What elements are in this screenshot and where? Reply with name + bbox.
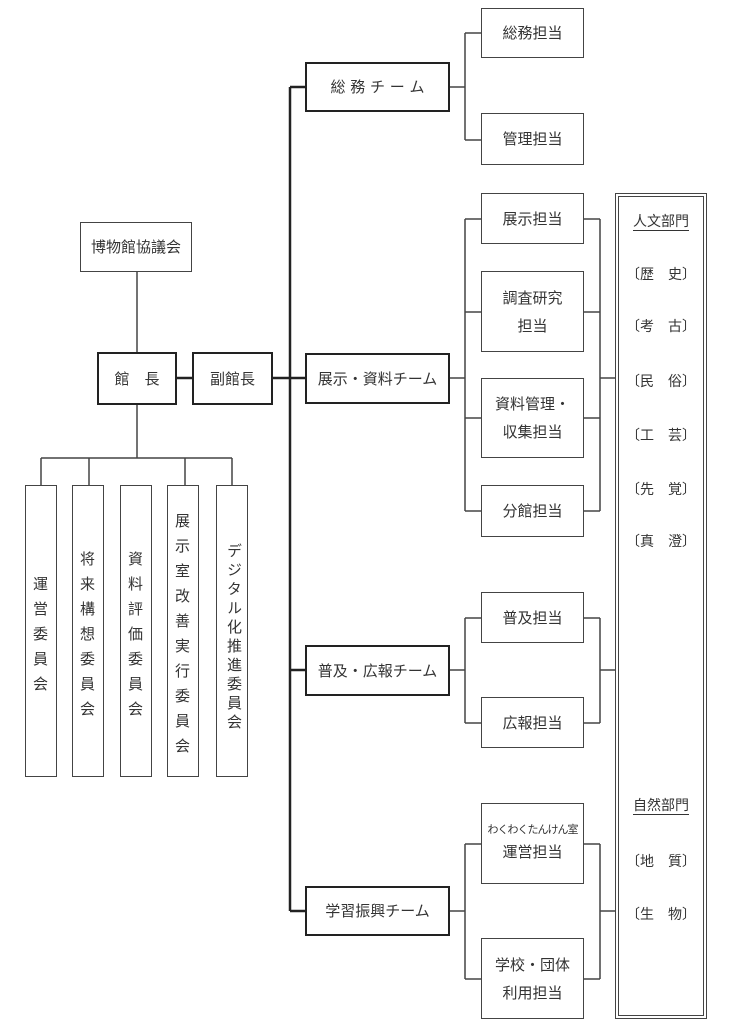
committee-label: 運営委員会 <box>31 575 49 701</box>
council-label: 博物館協議会 <box>90 238 181 256</box>
nature-heading: 自然部門 <box>633 798 689 814</box>
task-label: 広報担当 <box>502 713 563 732</box>
task-box: 展示担当 <box>481 193 584 244</box>
task-label: 担当 <box>517 316 548 335</box>
department-item: 〔先 覚〕 <box>626 482 696 498</box>
committee-box: 展示室改善実行委員会 <box>167 485 199 777</box>
team-label: 総 務 チ ー ム <box>330 78 425 96</box>
task-label: 普及担当 <box>502 608 563 627</box>
departments-panel: 人文部門 〔歴 史〕 〔考 古〕 〔民 俗〕 〔工 芸〕 〔先 覚〕 〔真 澄〕… <box>615 193 707 1019</box>
task-box: 総務担当 <box>481 8 584 58</box>
department-item: 〔歴 史〕 <box>626 267 696 283</box>
committee-box: 将来構想委員会 <box>72 485 104 777</box>
committee-label: デジタル化推進委員会 <box>225 543 243 733</box>
task-box: 調査研究担当 <box>481 271 584 352</box>
task-sublabel: わくわくたんけん室 <box>487 822 579 836</box>
committee-label: 展示室改善実行委員会 <box>173 513 191 763</box>
task-box: 管理担当 <box>481 113 584 165</box>
task-box: 資料管理・収集担当 <box>481 378 584 458</box>
council-box: 博物館協議会 <box>80 222 192 272</box>
task-label: 総務担当 <box>502 24 563 42</box>
task-box: 分館担当 <box>481 485 584 537</box>
department-item: 〔考 古〕 <box>626 319 696 335</box>
team-box-learning: 学習振興チーム <box>305 886 450 936</box>
task-label: 収集担当 <box>502 423 563 441</box>
department-item: 〔生 物〕 <box>626 907 696 923</box>
task-label: 運営担当 <box>502 842 563 861</box>
department-item: 〔真 澄〕 <box>626 534 696 550</box>
task-label: 資料管理・ <box>494 395 570 413</box>
task-label: 学校・団体 <box>494 955 570 974</box>
task-box: 普及担当 <box>481 592 584 643</box>
department-item: 〔工 芸〕 <box>626 428 696 444</box>
team-label: 学習振興チーム <box>325 902 430 920</box>
team-label: 展示・資料チーム <box>317 369 438 388</box>
deputy-director-label: 副館長 <box>209 369 255 388</box>
task-label: 調査研究 <box>502 288 563 307</box>
committee-box: デジタル化推進委員会 <box>216 485 248 777</box>
team-label: 普及・広報チーム <box>317 661 438 680</box>
department-item: 〔民 俗〕 <box>626 374 696 390</box>
task-label: 展示担当 <box>502 209 563 228</box>
task-label: 利用担当 <box>502 983 563 1002</box>
task-box: 学校・団体利用担当 <box>481 938 584 1019</box>
director-label: 館 長 <box>114 369 160 388</box>
task-box: わくわくたんけん室運営担当 <box>481 803 584 884</box>
director-box: 館 長 <box>97 352 177 405</box>
task-label: 管理担当 <box>502 130 563 148</box>
task-box: 広報担当 <box>481 697 584 748</box>
deputy-director-box: 副館長 <box>192 352 273 405</box>
committee-label: 資料評価委員会 <box>126 550 144 726</box>
humanities-heading: 人文部門 <box>633 214 689 230</box>
department-item: 〔地 質〕 <box>626 854 696 870</box>
committee-box: 資料評価委員会 <box>120 485 152 777</box>
task-label: 分館担当 <box>502 502 563 520</box>
team-box-outreach: 普及・広報チーム <box>305 645 450 696</box>
team-box-exhibition: 展示・資料チーム <box>305 353 450 404</box>
committee-box: 運営委員会 <box>25 485 57 777</box>
team-box-general-affairs: 総 務 チ ー ム <box>305 62 450 112</box>
committee-label: 将来構想委員会 <box>78 550 96 726</box>
